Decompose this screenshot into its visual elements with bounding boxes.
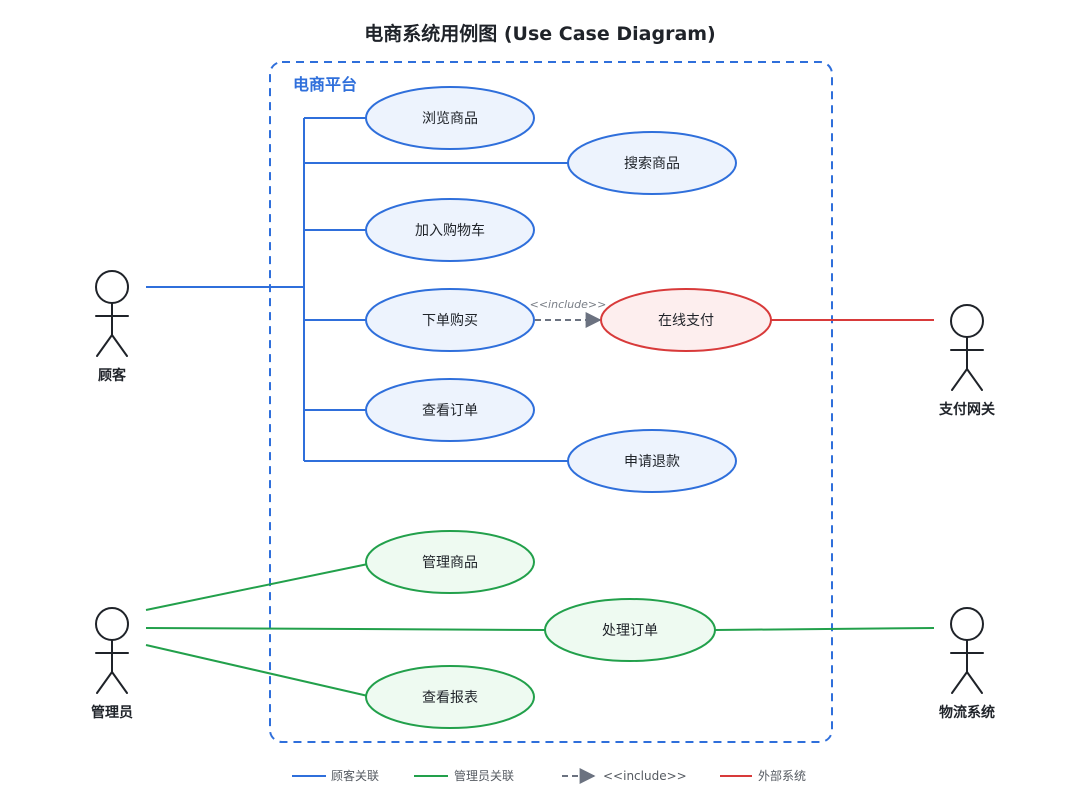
legend-admin-label: 管理员关联 <box>454 768 514 783</box>
stick-figure-icon <box>950 607 984 694</box>
use-case-search[interactable]: 搜索商品 <box>567 131 737 195</box>
use-case-browse-label: 浏览商品 <box>422 111 478 127</box>
stick-figure-icon <box>95 607 129 694</box>
use-case-place-order[interactable]: 下单购买 <box>365 288 535 352</box>
system-boundary <box>269 61 833 743</box>
actor-customer[interactable]: 顾客 <box>95 270 129 384</box>
legend-item-include: <<include>> <box>562 768 687 784</box>
include-label: <<include>> <box>530 298 607 311</box>
use-case-place-order-label: 下单购买 <box>422 313 478 329</box>
use-case-manage-products-label: 管理商品 <box>422 555 478 571</box>
use-case-browse[interactable]: 浏览商品 <box>365 86 535 150</box>
actor-admin[interactable]: 管理员 <box>91 607 133 721</box>
legend-customer-label: 顾客关联 <box>331 768 379 783</box>
legend-item-admin: 管理员关联 <box>414 768 514 783</box>
actor-payment-gateway[interactable]: 支付网关 <box>938 304 995 418</box>
use-case-view-reports-label: 查看报表 <box>422 690 478 706</box>
stick-figure-icon <box>950 304 984 391</box>
actor-logistics[interactable]: 物流系统 <box>939 607 995 721</box>
use-case-search-label: 搜索商品 <box>624 155 680 172</box>
use-case-view-orders-label: 查看订单 <box>422 403 478 419</box>
diagram-title: 电商系统用例图 (Use Case Diagram) <box>364 22 716 45</box>
use-case-process-orders[interactable]: 处理订单 <box>544 598 716 662</box>
use-case-manage-products[interactable]: 管理商品 <box>365 530 535 594</box>
actor-logistics-label: 物流系统 <box>939 704 995 721</box>
system-boundary-label: 电商平台 <box>293 75 357 94</box>
use-case-add-cart-label: 加入购物车 <box>415 222 485 239</box>
actor-customer-label: 顾客 <box>98 367 127 384</box>
customer-associations <box>146 117 568 462</box>
legend-include-label: <<include>> <box>603 769 687 783</box>
admin-to-manage-products <box>145 563 369 611</box>
use-case-refund[interactable]: 申请退款 <box>567 429 737 493</box>
use-case-add-cart[interactable]: 加入购物车 <box>365 198 535 262</box>
legend: 顾客关联 管理员关联 <<include>> 外部系统 <box>292 768 806 784</box>
admin-to-process-orders <box>145 627 546 631</box>
admin-to-view-reports <box>145 644 369 697</box>
actor-payment-gateway-label: 支付网关 <box>938 401 995 418</box>
actor-admin-label: 管理员 <box>91 704 133 721</box>
legend-item-external: 外部系统 <box>720 768 806 783</box>
legend-item-customer: 顾客关联 <box>292 768 379 783</box>
admin-associations <box>145 563 935 697</box>
use-case-pay-online-label: 在线支付 <box>658 313 714 329</box>
use-case-pay-online[interactable]: 在线支付 <box>600 288 772 352</box>
use-case-view-reports[interactable]: 查看报表 <box>365 665 535 729</box>
use-case-view-orders[interactable]: 查看订单 <box>365 378 535 442</box>
logistics-to-process-orders <box>714 627 935 631</box>
use-case-process-orders-label: 处理订单 <box>602 623 658 639</box>
legend-external-label: 外部系统 <box>758 768 806 783</box>
stick-figure-icon <box>95 270 129 357</box>
use-case-refund-label: 申请退款 <box>624 454 680 470</box>
